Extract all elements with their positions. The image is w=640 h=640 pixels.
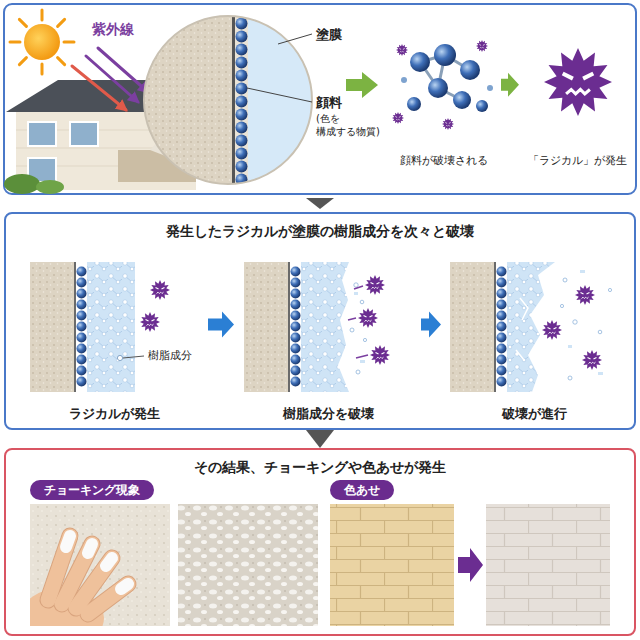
node-text: ラジカルが発生 [69,405,160,422]
leader-lines [247,34,312,102]
part-name: 塗膜 [316,26,342,43]
part-name: 顔料 [316,94,342,111]
node-text: 色あせ [344,482,380,498]
coating-stage-2 [244,262,390,392]
tag-pill: 色あせ [330,480,394,500]
stage-box: ラジカルが発生 [24,254,204,422]
flow-arrow [208,312,234,338]
chalky-wall-photo [178,504,318,626]
part-note: (色を 構成する物質) [316,112,388,138]
uv-rays [72,48,148,110]
node-text: 樹脂成分を破壊 [283,405,374,422]
fade-arrow [458,548,483,582]
original-color-wall [330,504,454,626]
part-name: 樹脂成分 [148,349,192,363]
node-text: チョーキング現象 [44,482,140,498]
top-panel [4,4,636,194]
flow-arrow [306,430,334,448]
node-text: 発生したラジカルが塗膜の樹脂成分を次々と破壊 [6,214,634,240]
tag-pill: チョーキング現象 [30,480,154,500]
flow-arrow [421,312,441,338]
coating-stage-3 [450,262,612,392]
chalking-photo [20,504,170,640]
coating-stage-1 [30,262,170,392]
node-text: 顔料が破壊される [400,153,488,168]
stage-box: 樹脂成分を破壊 [238,254,418,422]
radical-stage: 「ラジカル」が発生 [522,36,632,168]
flow-arrow [501,73,519,97]
faded-wall [486,504,610,626]
pigment-stage: 顔料が破壊される [390,36,498,168]
green-arrow [346,72,378,98]
down-triangle [306,198,334,209]
node-text: 破壊が進行 [502,405,567,422]
result-panel: その結果、チョーキングや色あせが発生チョーキング現象 色あせ [4,448,636,636]
zoom-circle [140,14,318,186]
stage-box: 破壊が進行 [444,254,624,422]
node-text: その結果、チョーキングや色あせが発生 [6,450,634,476]
process-panel: 発生したラジカルが塗膜の樹脂成分を次々と破壊ラジカルが発生 樹脂成分を破壊 破壊が進… [4,212,636,430]
sun-icon [10,10,74,74]
broken-pigment [392,40,493,130]
radical-icon [544,48,612,116]
node-text: 「ラジカル」が発生 [528,153,627,168]
uv-label: 紫外線 [92,20,134,38]
